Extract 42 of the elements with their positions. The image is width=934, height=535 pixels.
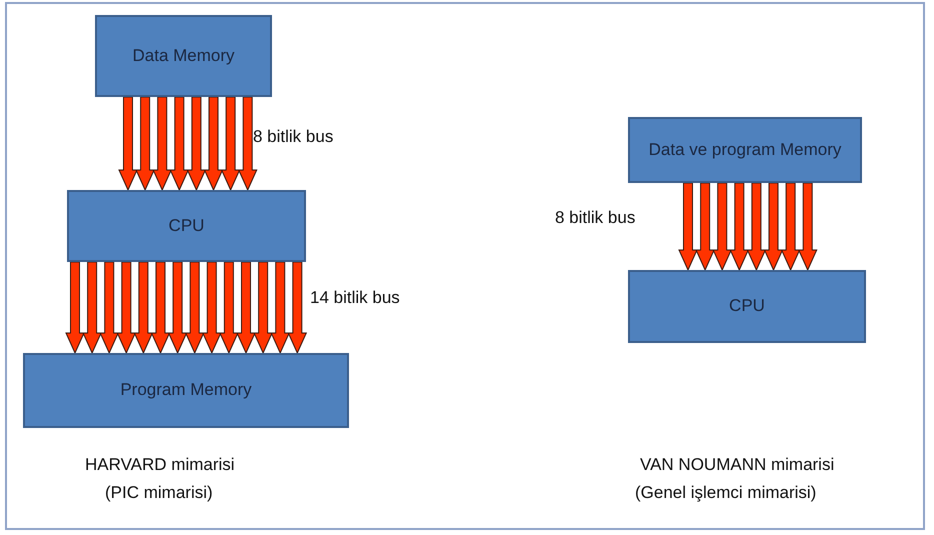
bus-arrow [134,262,154,354]
architecture-note: (PIC mimarisi) [105,483,213,503]
bus-width-label: 8 bitlik bus [253,127,334,147]
bus-arrow [288,262,308,354]
bus-arrow [270,262,290,354]
bus-arrow [65,262,85,354]
bus-arrow [186,96,206,192]
architecture-label: HARVARD mimarisi [85,455,235,475]
bus-arrow [678,182,698,272]
bus-arrow [695,182,715,272]
memory-box: Data ve program Memory [628,117,862,183]
bus-arrow [168,262,188,354]
bus-arrow [170,96,190,192]
bus-arrow [82,262,102,354]
bus-arrow [150,262,170,354]
bus-arrow [118,96,138,192]
bus-width-label: 14 bitlik bus [310,288,400,308]
bus-arrow [220,96,240,192]
bus-arrow [746,182,766,272]
cpu-box: CPU [67,190,306,262]
bus-arrow [99,262,119,354]
bus-arrow [712,182,732,272]
bus-arrow [238,96,258,192]
bus-width-label: 8 bitlik bus [555,208,636,228]
memory-box: Data Memory [95,15,272,97]
bus-arrow [780,182,800,272]
bus-arrow [730,182,750,272]
bus-arrow [184,262,204,354]
bus-arrow [219,262,239,354]
bus-arrow [152,96,172,192]
bus-arrow [798,182,818,272]
bus-arrow [236,262,256,354]
bus-arrow [764,182,784,272]
architecture-label: VAN NOUMANN mimarisi [640,455,834,475]
bus-arrow [253,262,273,354]
bus-arrow [202,262,222,354]
bus-arrow [135,96,155,192]
cpu-box: CPU [628,270,866,343]
memory-box: Program Memory [23,353,349,428]
architecture-note: (Genel işlemci mimarisi) [635,483,816,503]
bus-arrow [116,262,136,354]
bus-arrow [204,96,224,192]
